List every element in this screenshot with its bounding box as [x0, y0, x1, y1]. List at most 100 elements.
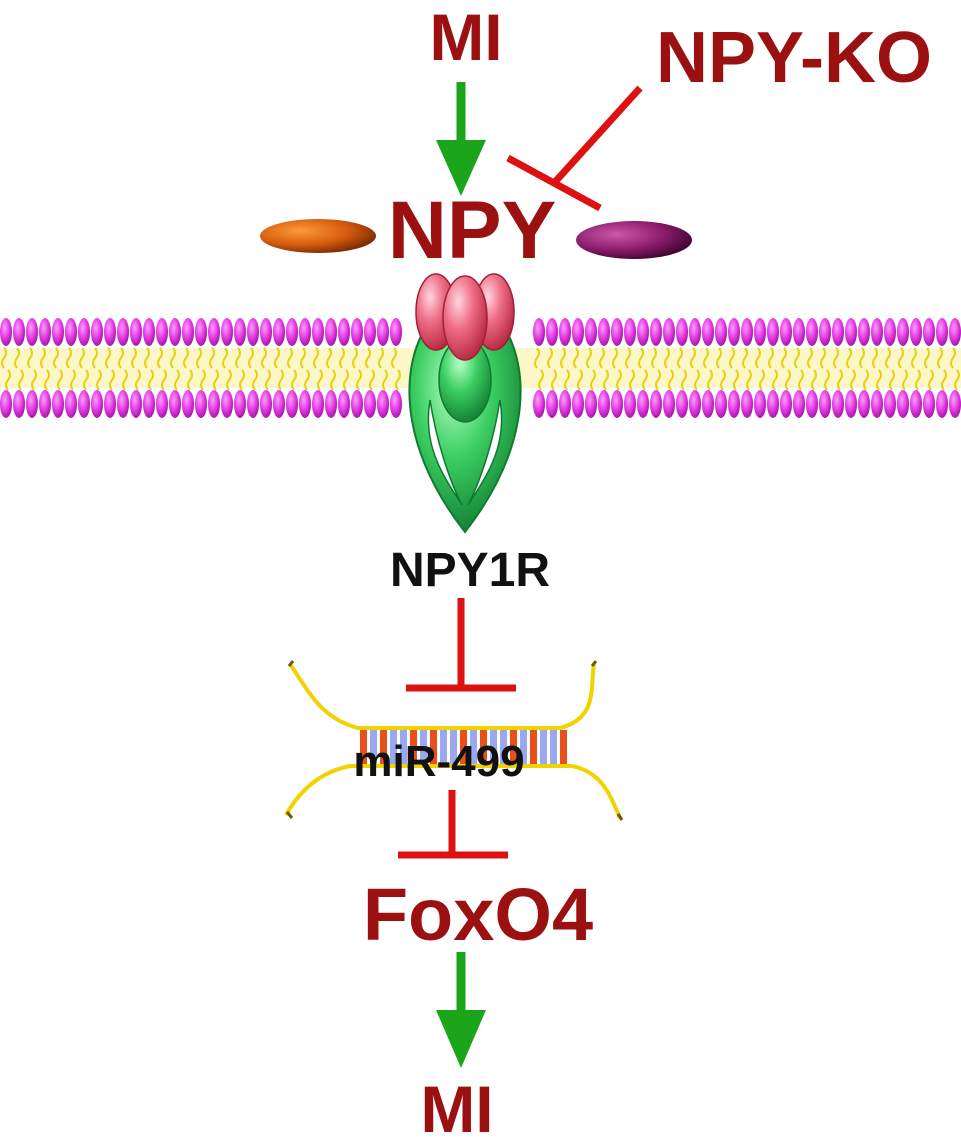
- lipid-head: [377, 318, 389, 346]
- lipid-tail: [768, 347, 778, 391]
- lipid-head: [104, 390, 116, 418]
- lipid-head: [39, 318, 51, 346]
- activation-arrow-foxo4-to-mi: [436, 952, 486, 1068]
- base-pair: [530, 730, 537, 764]
- lipid-head: [65, 390, 77, 418]
- base-pair: [390, 730, 397, 764]
- lipid-head: [819, 390, 831, 418]
- lipid-head: [299, 390, 311, 418]
- membrane-heads-outer: [0, 318, 961, 346]
- lipid-tail: [898, 347, 908, 391]
- lipid-head: [104, 318, 116, 346]
- lipid-tail: [534, 347, 544, 391]
- receptor-inner-gap-left: [427, 399, 463, 506]
- lipid-head: [169, 390, 181, 418]
- lipid-head: [585, 318, 597, 346]
- lipid-head: [650, 318, 662, 346]
- base-pair: [500, 730, 507, 764]
- lipid-head: [39, 390, 51, 418]
- lipid-tail: [118, 347, 128, 391]
- base-pair: [380, 730, 387, 764]
- lipid-tail: [859, 347, 869, 391]
- lipid-head: [52, 318, 64, 346]
- lipid-tail: [365, 347, 375, 391]
- lipid-head: [897, 390, 909, 418]
- lipid-head: [845, 318, 857, 346]
- lipid-tail: [651, 347, 661, 391]
- inhibition-npyko-to-npy: [506, 85, 643, 212]
- lipid-head: [936, 390, 948, 418]
- lipid-tail: [157, 347, 167, 391]
- lipid-tail: [170, 347, 180, 391]
- lipid-head: [832, 318, 844, 346]
- lipid-head: [247, 390, 259, 418]
- base-pair: [480, 730, 487, 764]
- lipid-head: [325, 390, 337, 418]
- lipid-tail: [391, 347, 401, 391]
- lipid-tail: [92, 347, 102, 391]
- lipid-head: [767, 390, 779, 418]
- lipid-head: [533, 318, 545, 346]
- lipid-head: [793, 318, 805, 346]
- lipid-tail: [820, 347, 830, 391]
- lipid-head: [143, 318, 155, 346]
- lipid-head: [351, 390, 363, 418]
- lipid-head: [78, 318, 90, 346]
- lipid-tail: [625, 347, 635, 391]
- lipid-head: [637, 318, 649, 346]
- lipid-tail: [183, 347, 193, 391]
- lipid-head: [546, 390, 558, 418]
- lipid-tail: [14, 347, 24, 391]
- lipid-head: [377, 390, 389, 418]
- lipid-head: [13, 318, 25, 346]
- label-mi-bottom: MI: [420, 1072, 493, 1143]
- lipid-head: [91, 390, 103, 418]
- lipid-tail: [53, 347, 63, 391]
- lipid-tail: [274, 347, 284, 391]
- lipid-tail: [781, 347, 791, 391]
- lipid-head: [663, 318, 675, 346]
- lipid-head: [364, 390, 376, 418]
- label-npy-ko: NPY-KO: [656, 18, 932, 98]
- base-pair: [460, 730, 467, 764]
- lipid-head: [949, 318, 961, 346]
- lipid-head: [611, 390, 623, 418]
- lipid-head: [702, 318, 714, 346]
- lipid-head: [208, 390, 220, 418]
- lipid-head: [143, 390, 155, 418]
- npy1r-receptor: [408, 273, 522, 534]
- lipid-head: [702, 390, 714, 418]
- lipid-head: [754, 318, 766, 346]
- lipid-head: [728, 390, 740, 418]
- lipid-tail: [287, 347, 297, 391]
- lipid-tail: [729, 347, 739, 391]
- lipid-head: [351, 318, 363, 346]
- lipid-head: [247, 318, 259, 346]
- lipid-head: [390, 318, 402, 346]
- lipid-head: [598, 390, 610, 418]
- mir499-strand-top: [288, 662, 596, 730]
- lipid-head: [299, 318, 311, 346]
- lipid-head: [819, 318, 831, 346]
- mir499-duplex: [284, 660, 624, 821]
- lipid-head: [572, 318, 584, 346]
- ligand-purple: [576, 221, 692, 259]
- lipid-tail: [586, 347, 596, 391]
- base-pair: [410, 730, 417, 764]
- lipid-head: [923, 318, 935, 346]
- lipid-head: [195, 318, 207, 346]
- lipid-head: [195, 390, 207, 418]
- lipid-tail: [300, 347, 310, 391]
- lipid-head: [611, 318, 623, 346]
- lipid-head: [559, 318, 571, 346]
- receptor-binding-lobe-center: [442, 275, 488, 361]
- lipid-head: [156, 318, 168, 346]
- lipid-head: [936, 318, 948, 346]
- lipid-tail: [66, 347, 76, 391]
- lipid-tail: [352, 347, 362, 391]
- lipid-head: [182, 390, 194, 418]
- base-pair: [450, 730, 457, 764]
- lipid-head: [923, 390, 935, 418]
- lipid-head: [910, 390, 922, 418]
